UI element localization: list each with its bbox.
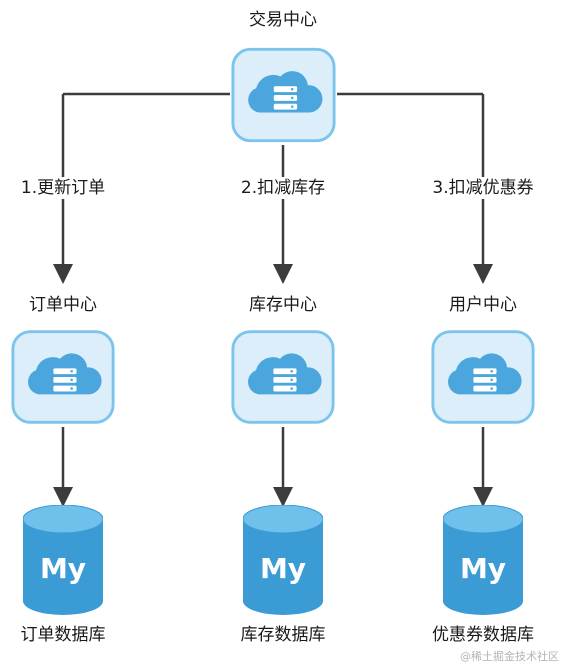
stock-center-node: [231, 330, 335, 424]
trade-center-node: [231, 47, 336, 143]
user-center-label: 用户中心: [449, 295, 517, 315]
stock-database-icon: My: [243, 505, 323, 615]
coupon-db-mark: My: [460, 552, 506, 585]
order-center-node: [11, 330, 115, 424]
trade-center-label: 交易中心: [249, 10, 317, 30]
edge-label-deduct-stock: 2.扣减库存: [238, 177, 328, 199]
user-center-node: [431, 330, 535, 424]
coupon-db-label: 优惠券数据库: [432, 625, 534, 645]
edge-label-deduct-coupon: 3.扣减优惠券: [430, 177, 536, 199]
stock-center-label: 库存中心: [249, 295, 317, 315]
order-database-icon: My: [23, 505, 103, 615]
stock-db-mark: My: [260, 552, 306, 585]
watermark: @稀土掘金技术社区: [460, 650, 559, 663]
order-db-mark: My: [40, 552, 86, 585]
order-center-label: 订单中心: [29, 295, 97, 315]
order-db-label: 订单数据库: [20, 625, 106, 645]
edge-label-update-order: 1.更新订单: [18, 177, 108, 199]
coupon-database-icon: My: [443, 505, 523, 615]
stock-db-label: 库存数据库: [240, 625, 326, 645]
